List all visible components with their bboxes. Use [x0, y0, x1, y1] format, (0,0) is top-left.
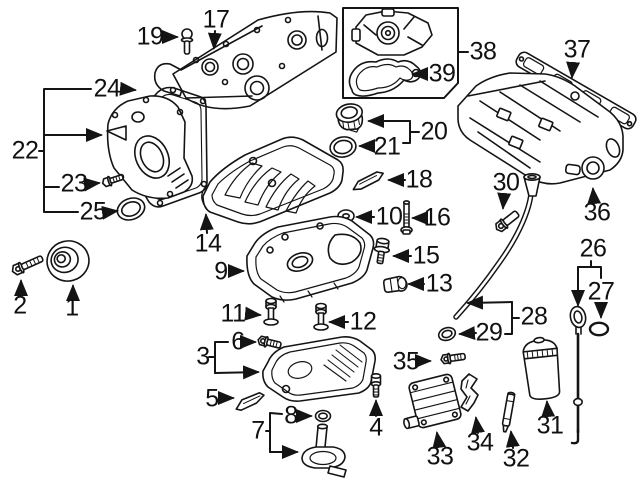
- callout-20: 20: [420, 117, 448, 146]
- part-12-stud: [313, 302, 329, 331]
- callout-17: 17: [202, 5, 230, 34]
- callout-8: 8: [284, 401, 298, 430]
- callout-25: 25: [79, 197, 107, 226]
- part-7-oil-pickup: [301, 423, 347, 478]
- part-35-cooler-bolt: [440, 352, 466, 365]
- part-5-guide-rail: [235, 391, 265, 411]
- part-20-oil-filler-cap: [335, 103, 364, 133]
- callout-19: 19: [136, 22, 164, 51]
- part-8-pickup-oring: [314, 409, 332, 423]
- part-31-oil-filter: [522, 336, 561, 400]
- part-1-crank-pulley: [46, 240, 90, 282]
- part-38-pump-assembly: [351, 8, 433, 56]
- part-6-drain-plug: [257, 335, 282, 349]
- callout-32: 32: [502, 444, 530, 473]
- callout-37: 37: [563, 35, 591, 64]
- callout-33: 33: [426, 442, 454, 471]
- callout-4: 4: [369, 413, 383, 442]
- callout-13: 13: [425, 269, 453, 298]
- callout-18: 18: [405, 165, 433, 194]
- leader-lines: [14, 30, 608, 459]
- part-19-bolt: [180, 28, 194, 55]
- callout-16: 16: [423, 203, 451, 232]
- callout-30: 30: [492, 168, 520, 197]
- part-30-tube-bolt: [495, 210, 520, 233]
- callout-15: 15: [412, 241, 440, 270]
- callout-27: 27: [587, 277, 615, 306]
- part-27-dipstick-oring: [588, 321, 610, 337]
- part-26-dipstick: [569, 305, 587, 445]
- part-33-oil-cooler: [403, 373, 462, 430]
- callout-10: 10: [375, 202, 403, 231]
- callout-31: 31: [536, 411, 564, 440]
- callout-36: 36: [583, 198, 611, 227]
- callout-38: 38: [469, 37, 497, 66]
- part-3-lower-oil-pan: [262, 336, 376, 402]
- callout-22: 22: [11, 136, 39, 165]
- part-18-chain-tensioner-pad: [352, 171, 384, 191]
- part-23-bolt: [101, 174, 124, 188]
- callout-3: 3: [196, 342, 210, 371]
- callout-2: 2: [13, 291, 27, 320]
- part-25-crankshaft-seal: [116, 197, 146, 221]
- callout-14: 14: [194, 229, 222, 258]
- callout-1: 1: [65, 293, 79, 322]
- part-32-dowel-pin: [501, 391, 516, 433]
- callout-7: 7: [251, 416, 265, 445]
- part-15-flange-bolt: [373, 237, 391, 265]
- callout-39: 39: [428, 59, 456, 88]
- part-2-pulley-bolt: [11, 255, 44, 276]
- part-22-timing-cover: [106, 95, 194, 200]
- part-29-tube-oring: [437, 326, 457, 342]
- callout-26: 26: [579, 234, 607, 263]
- part-39-gasket: [348, 58, 422, 97]
- part-34-bracket: [460, 373, 479, 412]
- callout-35: 35: [392, 347, 420, 376]
- callout-28: 28: [520, 302, 548, 331]
- part-16-long-bolt: [400, 200, 413, 235]
- callout-6: 6: [231, 327, 245, 356]
- callout-21: 21: [373, 132, 401, 161]
- part-17-valve-cover: [153, 10, 338, 110]
- callout-34: 34: [466, 428, 494, 457]
- part-4-pan-bolt: [370, 372, 382, 398]
- part-14-lower-manifold: [201, 136, 344, 225]
- part-21-filler-cap-seal: [329, 136, 357, 158]
- part-9-upper-oil-pan: [246, 215, 375, 303]
- callout-29: 29: [475, 318, 503, 347]
- callout-24: 24: [93, 74, 121, 103]
- callout-12: 12: [349, 307, 377, 336]
- part-11-stud: [263, 297, 279, 326]
- callout-9: 9: [214, 257, 228, 286]
- callout-11: 11: [220, 299, 246, 328]
- part-38-39-inset-box: [342, 7, 459, 99]
- callout-5: 5: [205, 384, 219, 413]
- callout-23: 23: [60, 169, 88, 198]
- part-13-retainer-clip: [382, 275, 408, 293]
- part-36-intake-manifold: [457, 72, 624, 185]
